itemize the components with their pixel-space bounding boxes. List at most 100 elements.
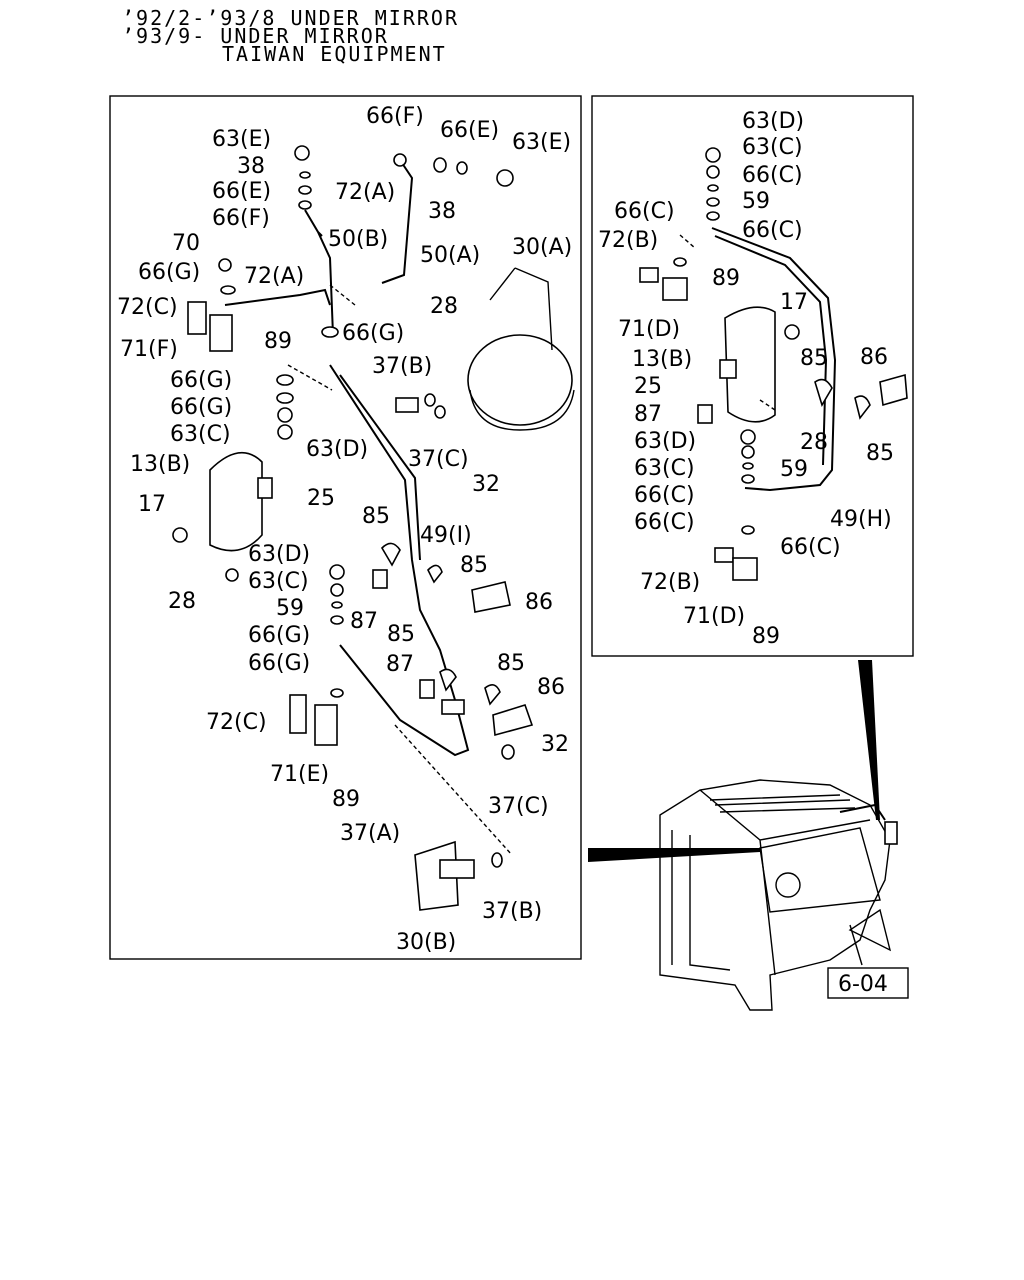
left-callout-52: 30(B) xyxy=(396,930,456,955)
left-callout-44: 86 xyxy=(537,675,565,700)
right-callout-20: 85 xyxy=(866,441,894,466)
left-callout-26: 13(B) xyxy=(130,452,190,477)
left-callout-39: 66(G) xyxy=(248,623,310,648)
right-callout-23: 66(C) xyxy=(780,535,841,560)
left-callout-37: 87 xyxy=(350,609,378,634)
left-callout-47: 71(E) xyxy=(270,762,329,787)
right-callout-18: 59 xyxy=(780,457,808,482)
left-callout-23: 63(C) xyxy=(170,422,231,447)
right-callout-labels: 63(D)63(C)66(C)5966(C)66(C)72(B)891771(D… xyxy=(598,109,894,649)
left-callout-16: 30(A) xyxy=(512,235,572,260)
left-callout-4: 70 xyxy=(172,231,200,256)
left-callout-36: 59 xyxy=(276,596,304,621)
left-callout-2: 66(E) xyxy=(212,179,271,204)
left-callout-21: 66(G) xyxy=(170,368,232,393)
left-callout-51: 37(B) xyxy=(482,899,542,924)
right-callout-10: 13(B) xyxy=(632,347,692,372)
diagram-header: ’92/2-’93/8 UNDER MIRROR ’93/9- UNDER MI… xyxy=(0,0,1024,80)
right-callout-5: 66(C) xyxy=(614,199,675,224)
header-line-2: ’93/9- UNDER MIRROR xyxy=(122,24,389,48)
left-callout-22: 66(G) xyxy=(170,395,232,420)
left-callout-15: 50(A) xyxy=(420,243,480,268)
right-callout-21: 66(C) xyxy=(634,510,695,535)
left-callout-43: 85 xyxy=(497,651,525,676)
right-callout-15: 28 xyxy=(800,430,828,455)
left-callout-3: 66(F) xyxy=(212,206,270,231)
right-panel-frame xyxy=(591,95,914,657)
right-callout-9: 71(D) xyxy=(618,317,680,342)
reference-text: 6-04 xyxy=(838,972,888,997)
right-callout-7: 89 xyxy=(712,266,740,291)
left-callout-17: 28 xyxy=(430,294,458,319)
left-callout-24: 63(D) xyxy=(306,437,368,462)
left-callout-32: 63(D) xyxy=(248,542,310,567)
right-callout-13: 25 xyxy=(634,374,662,399)
left-callout-33: 85 xyxy=(460,553,488,578)
right-callout-4: 66(C) xyxy=(742,218,803,243)
right-panel-parts xyxy=(639,147,908,581)
left-callout-48: 89 xyxy=(332,787,360,812)
left-callout-38: 86 xyxy=(525,590,553,615)
cab-illustration xyxy=(588,660,898,1011)
header-line-3: TAIWAN EQUIPMENT xyxy=(222,42,447,66)
left-callout-14: 72(A) xyxy=(244,264,304,289)
arrow-to-right-panel xyxy=(858,660,880,820)
left-callout-45: 72(C) xyxy=(206,710,267,735)
left-callout-1: 38 xyxy=(237,154,265,179)
left-callout-31: 49(I) xyxy=(420,523,472,548)
left-callout-20: 37(B) xyxy=(372,354,432,379)
left-callout-34: 63(C) xyxy=(248,569,309,594)
left-callout-6: 72(C) xyxy=(117,295,178,320)
right-callout-11: 85 xyxy=(800,346,828,371)
left-callout-29: 17 xyxy=(138,492,166,517)
left-callout-7: 71(F) xyxy=(120,337,178,362)
right-callout-2: 66(C) xyxy=(742,163,803,188)
reference-box xyxy=(827,967,909,999)
right-callout-0: 63(D) xyxy=(742,109,804,134)
mirror-13b-right xyxy=(724,306,776,423)
left-callout-25: 37(C) xyxy=(408,447,469,472)
left-callout-19: 89 xyxy=(264,329,292,354)
right-callout-6: 72(B) xyxy=(598,228,658,253)
left-callout-10: 63(E) xyxy=(512,130,571,155)
left-callout-0: 63(E) xyxy=(212,127,271,152)
left-panel-frame xyxy=(109,95,582,960)
left-callout-11: 72(A) xyxy=(335,180,395,205)
mirror-13b xyxy=(209,451,263,552)
left-callout-42: 87 xyxy=(386,652,414,677)
left-callout-18: 66(G) xyxy=(342,321,404,346)
left-callout-30: 85 xyxy=(362,504,390,529)
left-callout-8: 66(F) xyxy=(366,104,424,129)
left-callout-40: 85 xyxy=(387,622,415,647)
right-callout-14: 87 xyxy=(634,402,662,427)
right-callout-16: 63(D) xyxy=(634,429,696,454)
left-callout-28: 32 xyxy=(472,472,500,497)
header-line-1: ’92/2-’93/8 UNDER MIRROR xyxy=(122,6,459,30)
right-callout-22: 49(H) xyxy=(830,507,892,532)
right-callout-17: 63(C) xyxy=(634,456,695,481)
mirror-30b xyxy=(414,840,459,911)
arrow-to-left-panel xyxy=(588,848,760,862)
left-callout-46: 32 xyxy=(541,732,569,757)
mirror-30a xyxy=(467,334,573,426)
left-callout-50: 37(A) xyxy=(340,821,400,846)
left-callout-12: 38 xyxy=(428,199,456,224)
left-callout-5: 66(G) xyxy=(138,260,200,285)
left-callout-49: 37(C) xyxy=(488,794,549,819)
right-callout-8: 17 xyxy=(780,290,808,315)
left-callout-labels: 63(E)3866(E)66(F)7066(G)72(C)71(F)66(F)6… xyxy=(117,104,572,955)
right-callout-26: 89 xyxy=(752,624,780,649)
right-callout-12: 86 xyxy=(860,345,888,370)
right-callout-25: 71(D) xyxy=(683,604,745,629)
left-callout-41: 66(G) xyxy=(248,651,310,676)
right-callout-3: 59 xyxy=(742,189,770,214)
right-callout-24: 72(B) xyxy=(640,570,700,595)
right-callout-1: 63(C) xyxy=(742,135,803,160)
left-callout-9: 66(E) xyxy=(440,118,499,143)
right-callout-19: 66(C) xyxy=(634,483,695,508)
left-panel-parts xyxy=(172,145,575,911)
left-callout-13: 50(B) xyxy=(328,227,388,252)
left-callout-35: 28 xyxy=(168,589,196,614)
